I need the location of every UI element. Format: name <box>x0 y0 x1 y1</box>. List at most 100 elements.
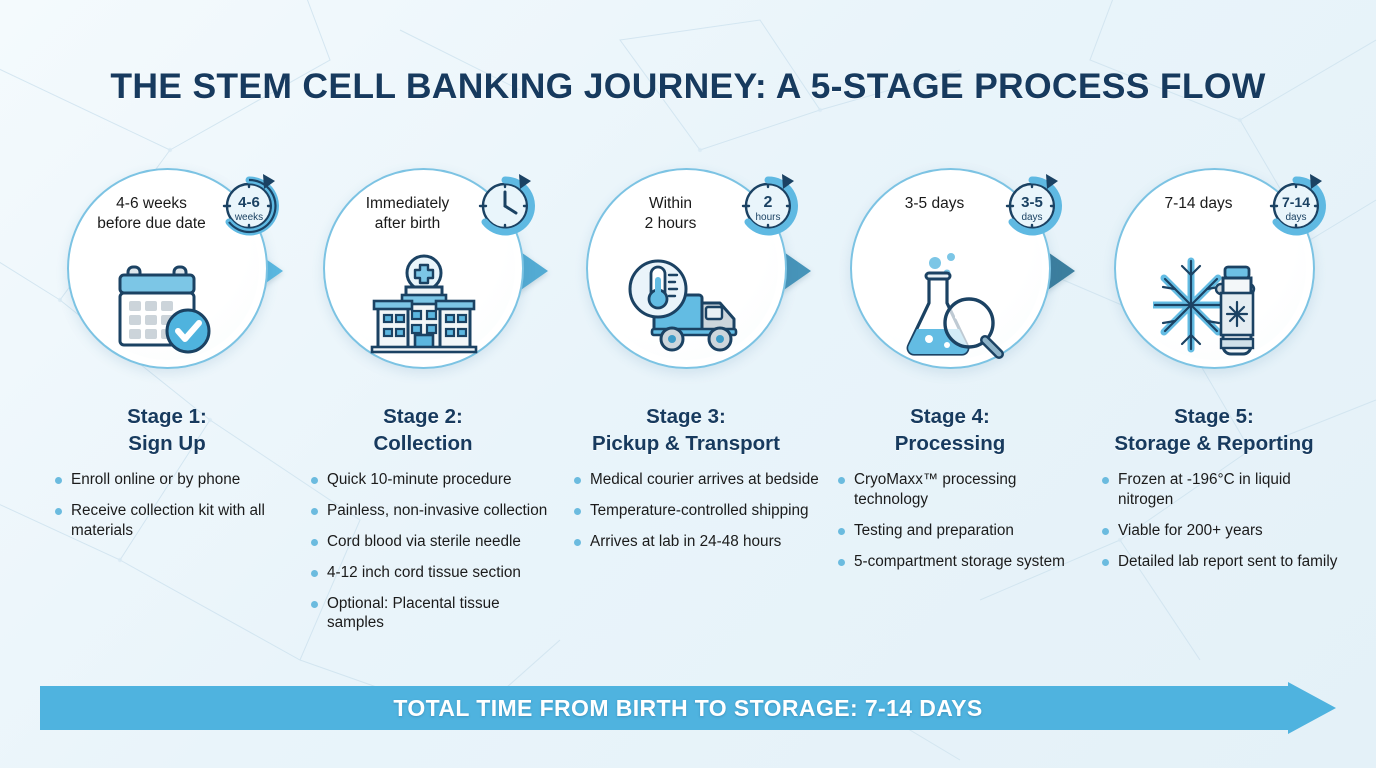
stage-5-icon-slot <box>1114 249 1315 361</box>
timing-line-2: 2 hours <box>644 215 697 233</box>
list-item: Testing and preparation <box>838 521 1084 541</box>
stage-4-icon-slot <box>850 249 1051 361</box>
heading-line-1: Stage 2: <box>383 405 463 428</box>
heading-line-2: Sign Up <box>128 431 206 455</box>
list-item: 4-12 inch cord tissue section <box>311 563 557 583</box>
bullet-dot-icon <box>55 507 62 515</box>
cryo-tank-snowflake-icon <box>1152 257 1255 356</box>
bullet-dot-icon <box>1102 477 1109 484</box>
badge-value: 7-14 <box>1282 194 1310 210</box>
bullet-text: Quick 10-minute procedure <box>327 471 512 488</box>
badge-unit: days <box>1285 212 1306 223</box>
bullet-text: Frozen at -196°C in liquid nitrogen <box>1118 471 1291 508</box>
bullet-dot-icon <box>838 477 845 484</box>
badge-value: 4-6 <box>238 194 260 211</box>
refrigerated-truck-icon <box>628 259 737 352</box>
bullet-text: Receive collection kit with all material… <box>71 501 265 539</box>
bullet-dot-icon <box>311 538 318 546</box>
list-item: Arrives at lab in 24-48 hours <box>574 532 820 552</box>
list-item: Painless, non-invasive collection <box>311 501 557 521</box>
stage-2-icon-slot <box>323 249 524 361</box>
bullet-text: Cord blood via sterile needle <box>327 532 521 550</box>
stage-1-time-badge: 4-6 weeks <box>216 170 286 240</box>
badge-value: 3-5 <box>1021 194 1043 211</box>
calendar-check-icon <box>118 265 210 354</box>
stage-1-heading: Stage 1: Sign Up <box>35 404 299 457</box>
stage-3-circle: Within 2 hours <box>586 168 798 369</box>
stage-3-timing-text: Within 2 hours <box>586 194 787 235</box>
stage-2-time-badge <box>472 170 542 240</box>
heading-line-1: Stage 3: <box>646 405 726 428</box>
bullet-dot-icon <box>838 558 845 566</box>
bullet-dot-icon <box>574 477 581 484</box>
bullet-dot-icon <box>311 507 318 515</box>
stage-5-time-badge: 7-14 days <box>1263 170 1333 240</box>
list-item: 5-compartment storage system <box>838 552 1084 572</box>
bullet-text: Enroll online or by phone <box>71 471 241 488</box>
stage-4-heading: Stage 4: Processing <box>818 404 1082 457</box>
stage-4-bullets: CryoMaxx™ processing technology Testing … <box>838 470 1084 583</box>
bullet-dot-icon <box>311 477 318 484</box>
bullet-text: Testing and preparation <box>854 521 1014 539</box>
stage-1-timing-text: 4-6 weeks before due date <box>67 194 268 235</box>
bullet-dot-icon <box>311 600 318 608</box>
bullet-dot-icon <box>55 477 62 484</box>
bullet-text: Detailed lab report sent to family <box>1118 552 1338 570</box>
list-item: Detailed lab report sent to family <box>1102 552 1348 572</box>
stage-1-bullets: Enroll online or by phone Receive collec… <box>55 470 301 552</box>
bullet-dot-icon <box>311 569 318 577</box>
list-item: Enroll online or by phone <box>55 470 301 490</box>
list-item: Medical courier arrives at bedside <box>574 470 820 490</box>
badge-unit: days <box>1021 212 1042 223</box>
bullet-text: 5-compartment storage system <box>854 552 1065 570</box>
bullet-text: 4-12 inch cord tissue section <box>327 563 521 581</box>
list-item: Temperature-controlled shipping <box>574 501 820 521</box>
bullet-text: Temperature-controlled shipping <box>590 501 809 519</box>
list-item: Optional: Placental tissue samples <box>311 594 557 634</box>
bullet-text: Painless, non-invasive collection <box>327 501 548 519</box>
stage-5-bullets: Frozen at -196°C in liquid nitrogen Viab… <box>1102 470 1348 583</box>
bullet-text: Optional: Placental tissue samples <box>327 594 500 632</box>
timing-line-1: Within <box>648 195 693 212</box>
heading-line-1: Stage 1: <box>127 405 207 428</box>
stage-3-bullets: Medical courier arrives at bedside Tempe… <box>574 470 820 563</box>
bullet-text: CryoMaxx™ processing technology <box>854 471 1017 508</box>
heading-line-1: Stage 4: <box>910 405 990 428</box>
list-item: Receive collection kit with all material… <box>55 501 301 541</box>
stage-5-timing-text: 7-14 days <box>1114 194 1315 214</box>
timing-line-1: 3-5 days <box>904 195 965 212</box>
stage-3-icon-slot <box>586 249 787 361</box>
bullet-dot-icon <box>1102 558 1109 566</box>
timing-line-2: before due date <box>97 215 206 233</box>
bullet-dot-icon <box>1102 527 1109 535</box>
heading-line-1: Stage 5: <box>1174 405 1254 428</box>
heading-line-2: Pickup & Transport <box>592 431 780 455</box>
bullet-text: Viable for 200+ years <box>1118 521 1263 539</box>
stage-1-icon-slot <box>67 249 268 361</box>
badge-unit: weeks <box>234 212 263 223</box>
heading-line-2: Processing <box>894 431 1006 455</box>
badge-value: 2 <box>764 194 773 211</box>
bullet-dot-icon <box>574 507 581 515</box>
hospital-icon <box>370 254 477 354</box>
page-title: THE STEM CELL BANKING JOURNEY: A 5-STAGE… <box>110 66 1266 106</box>
stage-4-circle: 3-5 days <box>850 168 1062 369</box>
timing-line-1: 4-6 weeks <box>116 195 187 212</box>
list-item: Quick 10-minute procedure <box>311 470 557 490</box>
list-item: Viable for 200+ years <box>1102 521 1348 541</box>
stage-5-heading: Stage 5: Storage & Reporting <box>1082 404 1346 457</box>
stage-4-time-badge: 3-5 days <box>999 170 1069 240</box>
bullet-text: Arrives at lab in 24-48 hours <box>590 532 782 550</box>
total-time-banner: TOTAL TIME FROM BIRTH TO STORAGE: 7-14 D… <box>40 682 1336 734</box>
stage-3-time-badge: 2 hours <box>735 170 805 240</box>
badge-unit: hours <box>755 212 780 223</box>
stage-4-timing-text: 3-5 days <box>850 194 1051 214</box>
list-item: CryoMaxx™ processing technology <box>838 470 1084 510</box>
stage-2-timing-text: Immediately after birth <box>323 194 524 235</box>
flask-magnifier-icon <box>906 253 1004 359</box>
heading-line-2: Collection <box>373 431 473 455</box>
heading-line-2: Storage & Reporting <box>1114 431 1314 455</box>
stage-2-circle: Immediately after birth <box>323 168 535 369</box>
